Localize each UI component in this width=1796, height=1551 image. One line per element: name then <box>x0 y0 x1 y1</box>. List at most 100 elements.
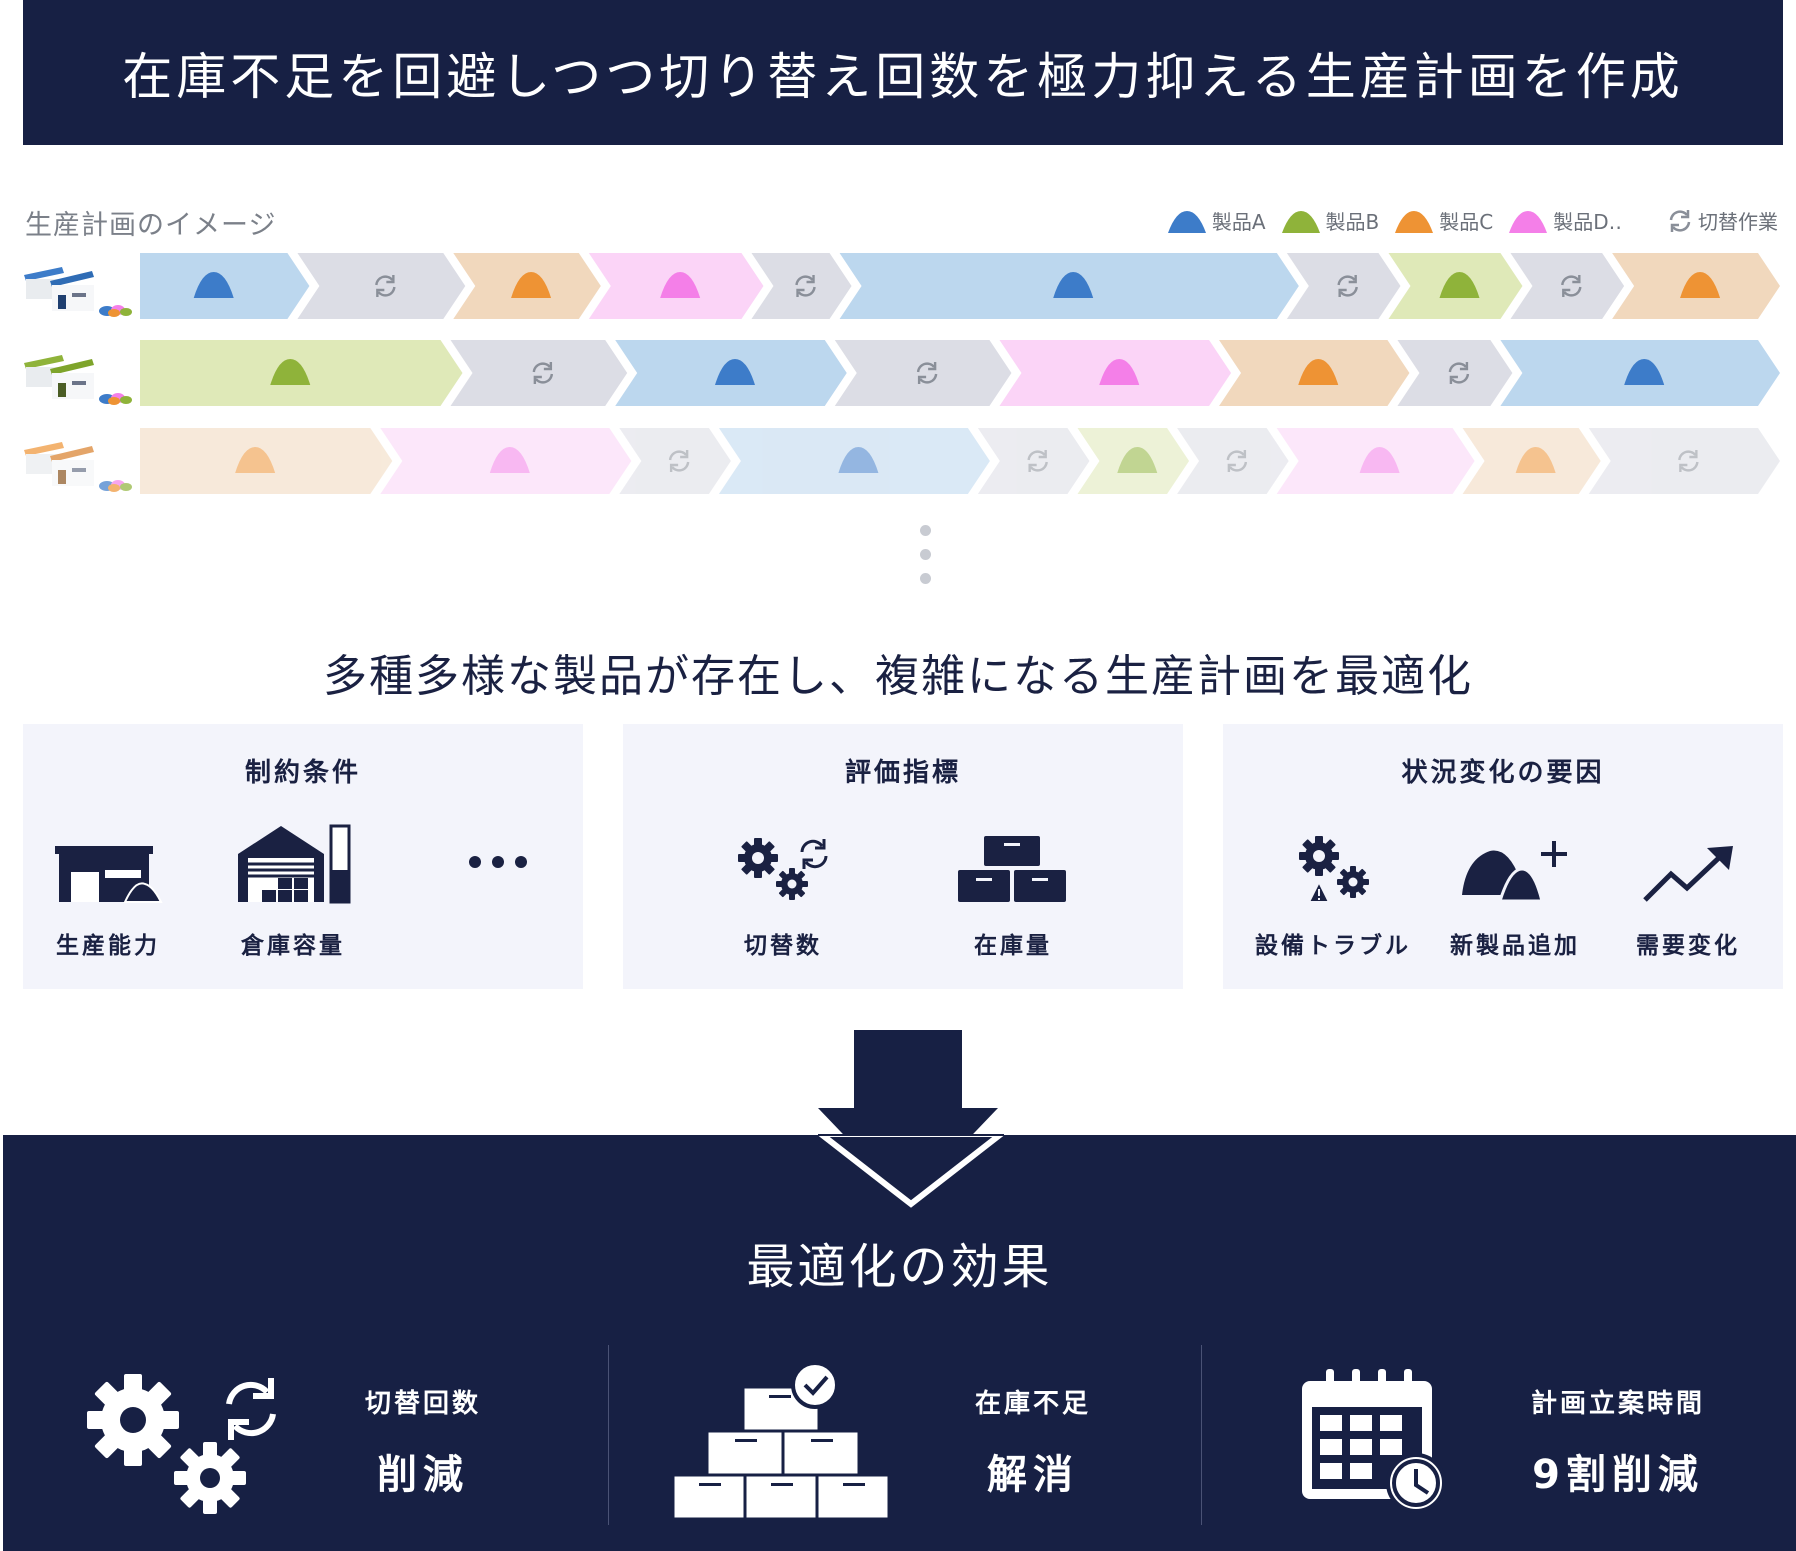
switch-icon <box>1448 362 1470 384</box>
product-c-icon <box>1680 272 1721 298</box>
effect-planning-time: 計画立案時間 9割削減 <box>1298 1355 1778 1525</box>
effect-label: 在庫不足 <box>974 1389 1091 1419</box>
page-title: 在庫不足を回避しつつ切り替え回数を極力抑える生産計画を作成 <box>122 47 1684 106</box>
gears-switch-icon <box>737 838 827 900</box>
product-b-icon <box>1439 272 1480 298</box>
plan-segment-product-c <box>1462 428 1601 494</box>
header-banner: 在庫不足を回避しつつ切り替え回数を極力抑える生産計画を作成 <box>23 0 1783 145</box>
product-c-icon <box>1298 359 1339 385</box>
effect-value: 解消 <box>987 1452 1079 1498</box>
optimize-title: 多種多様な製品が存在し、複雑になる生産計画を最適化 <box>323 651 1473 702</box>
card-title: 制約条件 <box>244 758 361 788</box>
switch-icon <box>532 362 554 384</box>
plan-segment-switch <box>834 340 1012 406</box>
plan-segment-product-c <box>453 253 601 319</box>
product-d-icon <box>1099 359 1140 385</box>
product-c-icon <box>1515 447 1556 473</box>
card-item-label: 需要変化 <box>1636 933 1740 959</box>
product-a-icon <box>1053 272 1094 298</box>
result-panel: 最適化の効果 <box>3 1134 1796 1551</box>
effect-switch-reduction: 切替回数 削減 <box>83 1355 583 1525</box>
switch-icon <box>1669 209 1691 232</box>
plan-segment-switch <box>751 253 852 319</box>
product-d-icon <box>489 447 530 473</box>
factory-icon <box>24 267 132 317</box>
legend-label: 製品A <box>1211 210 1266 234</box>
switch-icon <box>668 450 690 472</box>
legend-label: 製品B <box>1325 210 1380 234</box>
plan-segment-switch <box>619 428 731 494</box>
factory-icon <box>24 442 132 492</box>
product-b-icon <box>270 359 311 385</box>
plan-segment-product-d <box>588 253 764 319</box>
card-item-new-product: 新製品追加 <box>1435 819 1595 960</box>
card-title: 評価指標 <box>844 758 961 788</box>
plan-segment-product-a <box>1500 340 1780 406</box>
card-item-inventory: 在庫量 <box>943 819 1083 960</box>
plan-segment-product-b <box>1388 253 1523 319</box>
switch-icon <box>375 275 396 297</box>
product-a-icon <box>838 447 879 473</box>
product-a-icon <box>1167 210 1206 233</box>
switch-icon <box>1226 450 1248 472</box>
switch-icon <box>916 362 938 384</box>
card-constraints: 制約条件 生産能力 <box>23 724 583 989</box>
plan-segment-product-c <box>1219 340 1410 406</box>
plan-segment-product-d <box>380 428 632 494</box>
switch-icon <box>1027 450 1048 472</box>
card-item-label: 在庫量 <box>974 933 1052 959</box>
card-item-production-capacity: 生産能力 <box>48 819 168 960</box>
product-d-icon <box>1509 210 1548 233</box>
ellipsis-icon <box>469 856 527 868</box>
effect-value: 9割削減 <box>1532 1452 1704 1498</box>
product-c-icon <box>1395 210 1434 233</box>
plan-segment-switch <box>1510 253 1625 319</box>
card-item-label: 生産能力 <box>56 933 160 959</box>
boxes-icon <box>958 836 1066 902</box>
effect-label: 計画立案時間 <box>1530 1389 1705 1419</box>
divider <box>608 1345 609 1525</box>
card-item-demand-change: 需要変化 <box>1623 819 1753 960</box>
plan-segment-product-c <box>1612 253 1780 319</box>
effect-value: 削減 <box>377 1452 469 1498</box>
gears-switch-icon <box>87 1374 276 1514</box>
card-item-label: 切替数 <box>744 933 822 959</box>
continuation-dots <box>920 525 932 597</box>
warehouse-icon <box>237 824 350 904</box>
plan-caption: 生産計画のイメージ <box>25 210 277 241</box>
divider <box>1201 1345 1202 1525</box>
plan-segment-product-b <box>1077 428 1190 494</box>
plan-segment-switch <box>977 428 1090 494</box>
plan-segment-product-c <box>140 428 393 494</box>
trend-up-icon <box>1642 846 1733 902</box>
effect-stockout-resolved: 在庫不足 解消 <box>673 1355 1193 1525</box>
switch-icon <box>1561 275 1582 297</box>
gear-warning-icon <box>1299 836 1369 903</box>
plan-segment-product-a <box>140 253 310 319</box>
calendar-clock-icon <box>1302 1369 1446 1513</box>
product-b-icon <box>1281 210 1320 233</box>
plan-segment-product-d <box>1276 428 1475 494</box>
plan-segment-switch <box>1286 253 1401 319</box>
legend-label: 切替作業 <box>1698 210 1778 234</box>
product-a-icon <box>714 359 755 385</box>
plan-segment-switch <box>1588 428 1780 494</box>
card-item-label: 倉庫容量 <box>241 933 345 959</box>
plan-segment-product-a <box>839 253 1299 319</box>
legend-item-product-c: 製品C <box>1393 206 1493 235</box>
boxes-check-icon <box>673 1361 891 1520</box>
switch-icon <box>1337 275 1358 297</box>
legend-item-product-b: 製品B <box>1280 206 1380 235</box>
plan-segment-product-a <box>615 340 847 406</box>
product-c-icon <box>235 447 276 473</box>
card-item-label: 設備トラブル <box>1255 933 1411 959</box>
product-a-icon <box>1624 359 1665 385</box>
product-c-icon <box>511 272 552 298</box>
arrow-tip-icon <box>818 1134 1004 1208</box>
plan-segment-switch <box>1397 340 1513 406</box>
effect-label: 切替回数 <box>364 1389 481 1419</box>
factory-icon <box>24 355 132 405</box>
legend-item-product-d: 製品D‥ <box>1507 206 1622 235</box>
switch-icon <box>795 275 816 297</box>
card-item-more <box>453 819 543 869</box>
